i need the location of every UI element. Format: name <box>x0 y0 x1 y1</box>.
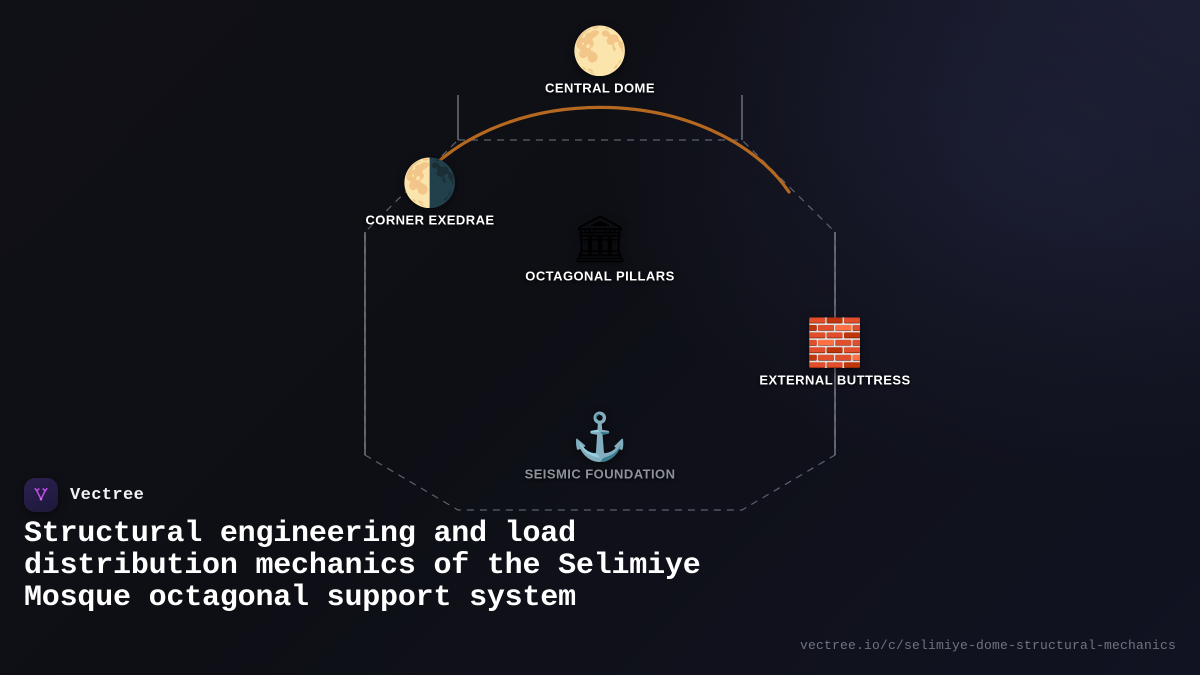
page-title: Structural engineering and load distribu… <box>24 517 701 615</box>
anchor-icon: ⚓ <box>571 410 629 463</box>
diagram-node-central-dome: 🌕 CENTRAL DOME <box>545 25 655 96</box>
classical-building-icon: 🏛 <box>570 212 630 265</box>
full-moon-icon: 🌕 <box>571 24 629 77</box>
diagram-node-corner-exedrae: 🌗 CORNER EXEDRAE <box>365 157 494 228</box>
diagram-node-octagonal-pillars: 🏛 OCTAGONAL PILLARS <box>525 213 674 284</box>
node-label-octagonal-pillars: OCTAGONAL PILLARS <box>525 268 675 284</box>
diagram-node-seismic-foundation: ⚓ SEISMIC FOUNDATION <box>525 411 676 482</box>
source-url: vectree.io/c/selimiye-dome-structural-me… <box>799 638 1176 653</box>
diagram-node-external-buttress: 🧱 EXTERNAL BUTTRESS <box>759 317 910 388</box>
node-label-corner-exedrae: CORNER EXEDRAE <box>365 212 495 228</box>
node-label-external-buttress: EXTERNAL BUTTRESS <box>759 372 911 388</box>
vectree-tree-mark-icon <box>24 478 58 512</box>
node-label-central-dome: CENTRAL DOME <box>545 80 655 96</box>
last-quarter-moon-icon: 🌗 <box>401 156 459 209</box>
node-label-seismic-foundation: SEISMIC FOUNDATION <box>524 466 676 482</box>
brick-wall-icon: 🧱 <box>806 316 864 369</box>
brand-name: Vectree <box>70 485 145 505</box>
brand-lockup: Vectree <box>24 478 144 512</box>
